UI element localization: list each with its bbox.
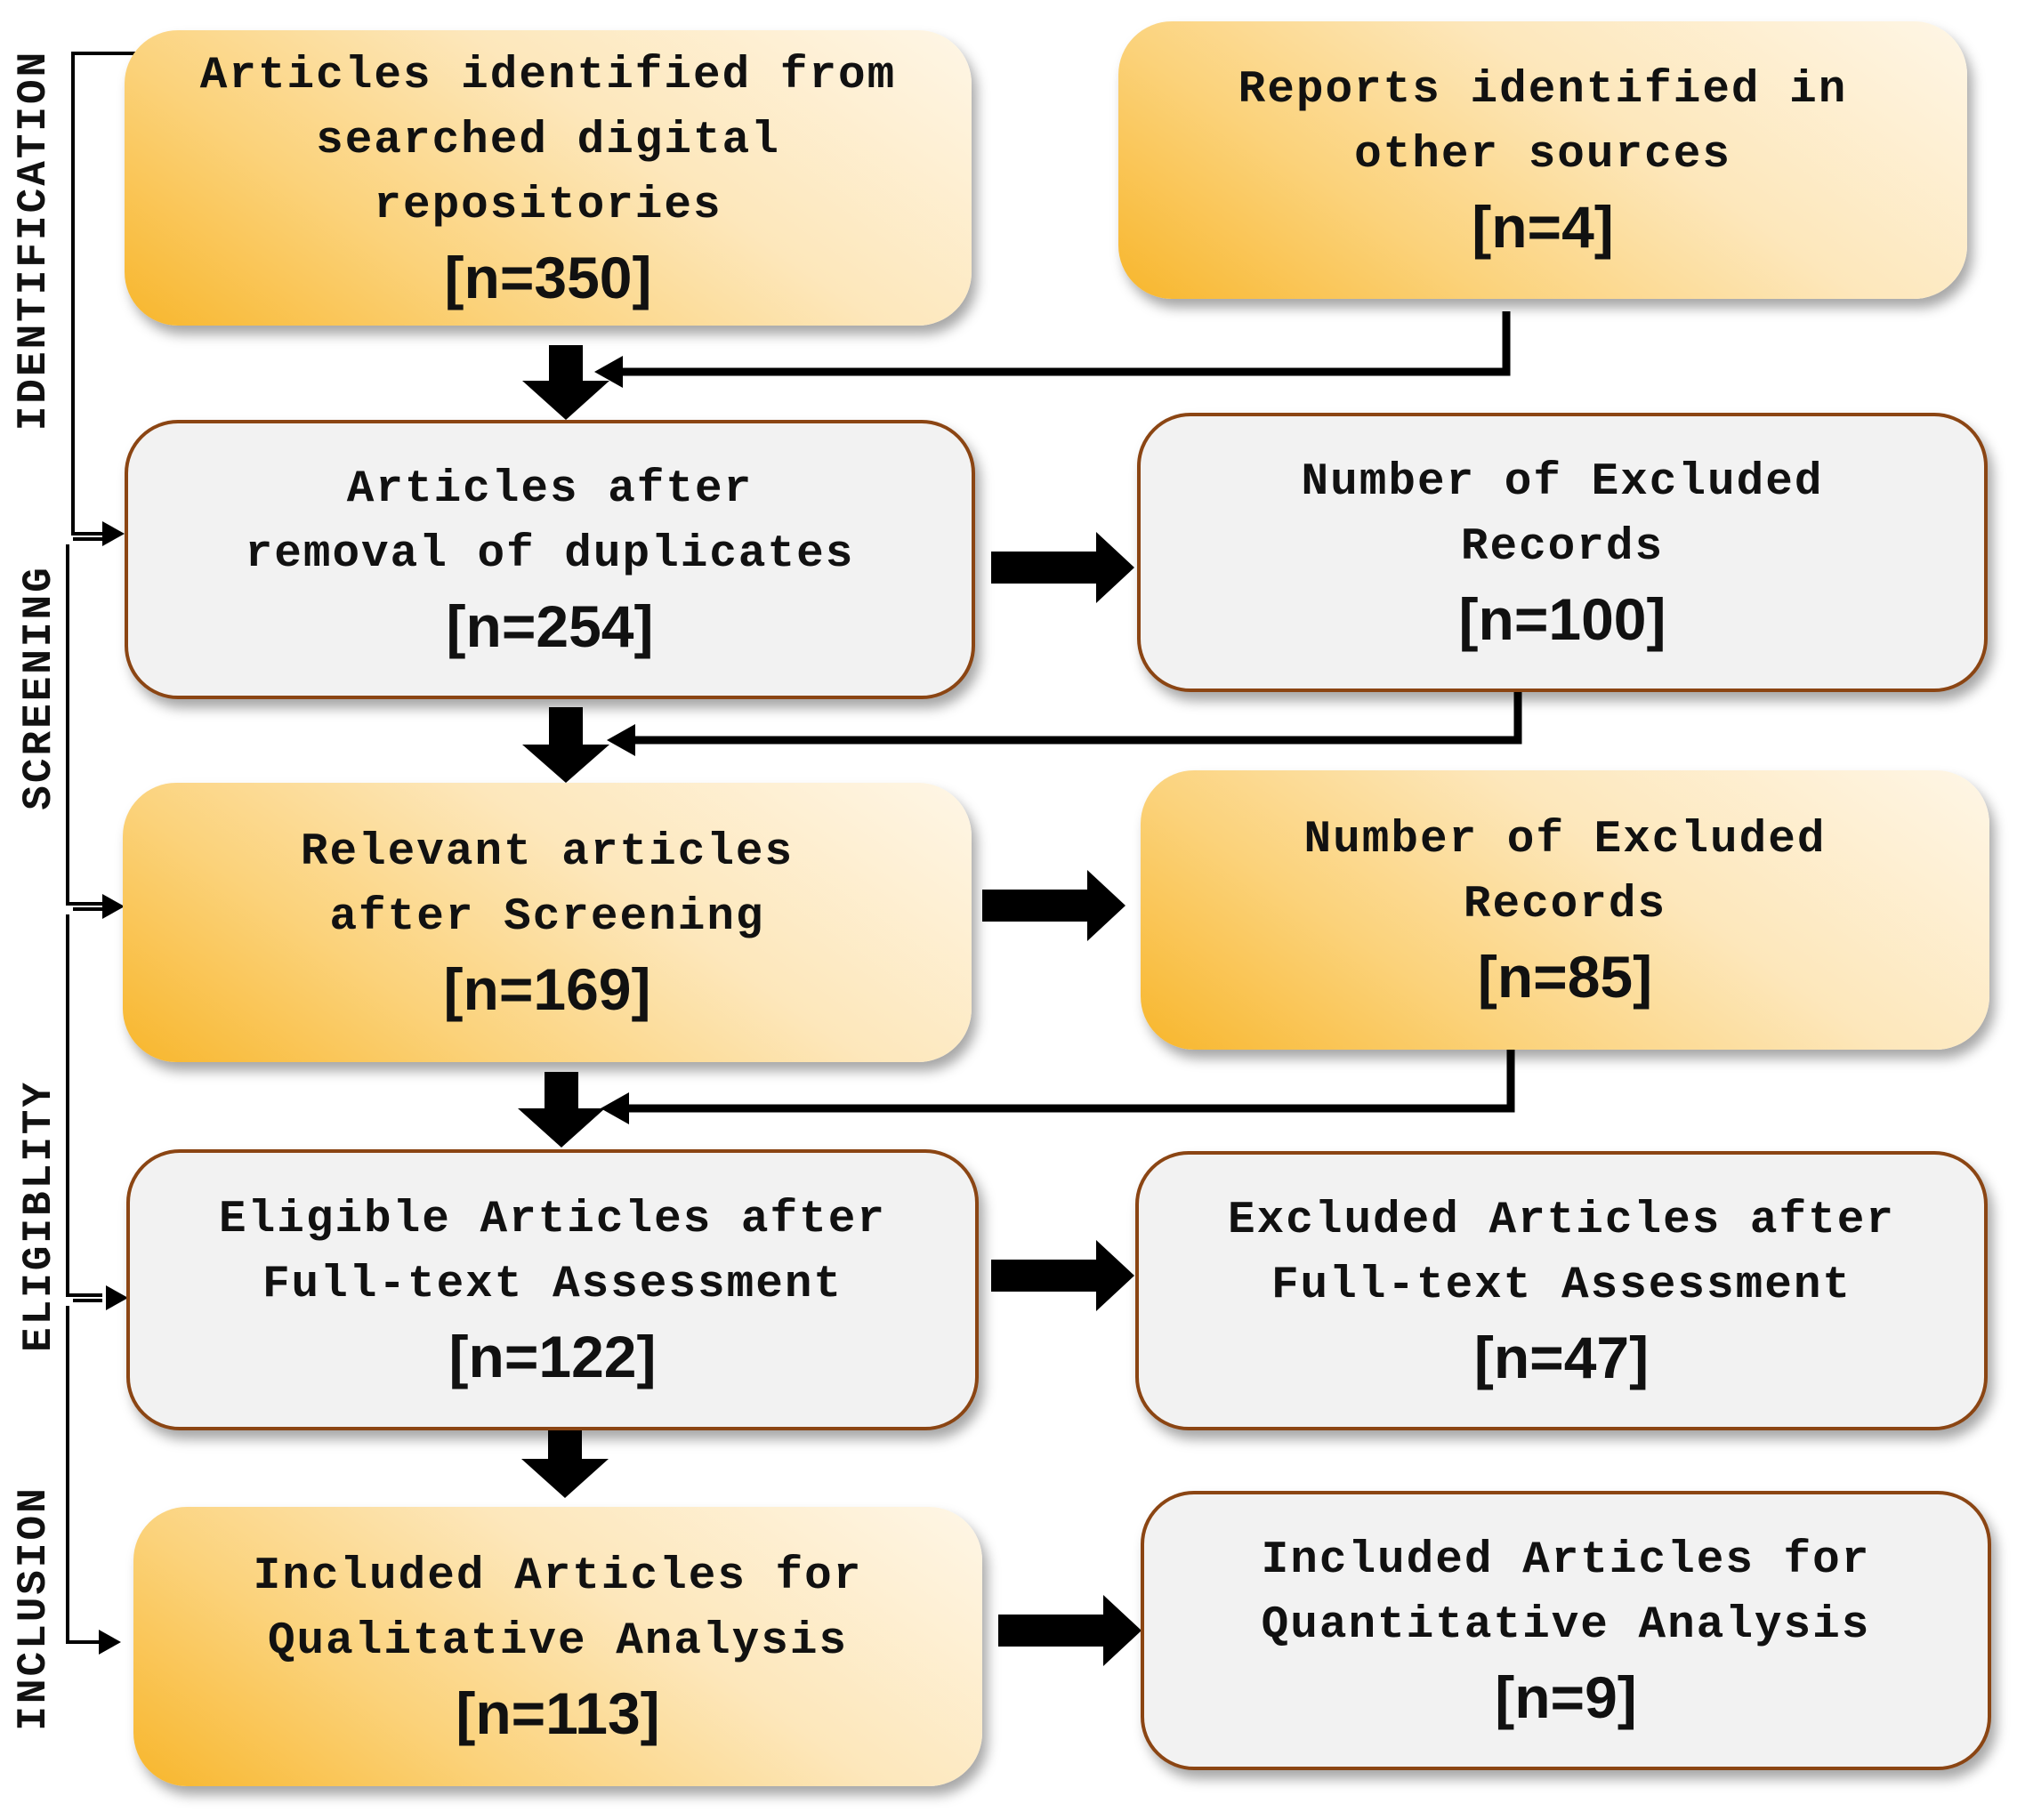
- right-arrow: [991, 532, 1134, 603]
- box-count: [n=350]: [444, 244, 652, 310]
- return-arrow-head: [607, 724, 635, 756]
- box-count: [n=100]: [1458, 586, 1666, 652]
- box-label: Included Articles for Qualitative Analys…: [253, 1551, 863, 1667]
- return-arrow-head: [601, 1092, 629, 1124]
- box-eligible-fulltext: Eligible Articles after Full-text Assess…: [126, 1149, 979, 1430]
- box-included-qualitative: Included Articles for Qualitative Analys…: [133, 1507, 982, 1786]
- box-excluded-records-2: Number of Excluded Records [n=85]: [1141, 770, 1989, 1050]
- box-label: Eligible Articles after Full-text Assess…: [219, 1195, 886, 1310]
- box-label: Number of Excluded Records: [1303, 815, 1827, 930]
- right-arrow: [982, 870, 1125, 941]
- box-label: Reports identified in other sources: [1238, 65, 1848, 181]
- down-arrow: [522, 707, 609, 783]
- stage-arrow-head: [102, 521, 125, 546]
- stage-bracket: [66, 52, 135, 1644]
- box-after-duplicates: Articles after removal of duplicates [n=…: [125, 420, 975, 699]
- box-count: [n=4]: [1472, 194, 1614, 260]
- box-identified-other: Reports identified in other sources [n=4…: [1118, 21, 1967, 299]
- box-identified-repositories: Articles identified from searched digita…: [125, 30, 972, 326]
- box-label: Articles after removal of duplicates: [245, 464, 855, 580]
- box-label: Relevant articles after Screening: [300, 827, 795, 943]
- return-connector: [618, 683, 1522, 745]
- box-count: [n=47]: [1473, 1325, 1650, 1390]
- stage-label-identification: IDENTIFICATION: [11, 49, 57, 431]
- box-excluded-fulltext: Excluded Articles after Full-text Assess…: [1135, 1151, 1988, 1430]
- right-arrow: [991, 1240, 1134, 1311]
- return-arrow-head: [594, 356, 623, 388]
- box-count: [n=254]: [446, 593, 654, 659]
- box-excluded-records-1: Number of Excluded Records [n=100]: [1137, 413, 1988, 692]
- stage-arrow-head: [102, 894, 125, 919]
- down-arrow: [518, 1072, 605, 1148]
- stage-arrow-head: [99, 1630, 121, 1655]
- return-connector: [605, 311, 1511, 376]
- box-count: [n=9]: [1495, 1664, 1637, 1730]
- box-label: Number of Excluded Records: [1301, 457, 1824, 573]
- box-after-screening: Relevant articles after Screening [n=169…: [123, 783, 972, 1062]
- box-count: [n=113]: [456, 1680, 660, 1746]
- return-connector: [612, 1050, 1515, 1113]
- stage-label-inclusion: INCLUSION: [11, 1486, 57, 1731]
- box-count: [n=169]: [443, 956, 651, 1022]
- stage-arrow-head: [106, 1285, 128, 1310]
- down-arrow: [522, 345, 609, 420]
- box-label: Excluded Articles after Full-text Assess…: [1228, 1196, 1895, 1311]
- box-label: Included Articles for Quantitative Analy…: [1261, 1535, 1871, 1651]
- box-count: [n=85]: [1477, 944, 1653, 1010]
- right-arrow: [998, 1595, 1142, 1666]
- box-count: [n=122]: [448, 1324, 657, 1389]
- down-arrow: [521, 1423, 609, 1498]
- box-included-quantitative: Included Articles for Quantitative Analy…: [1141, 1491, 1991, 1770]
- stage-label-eligibility: ELIGIBLITY: [16, 1079, 62, 1353]
- box-label: Articles identified from searched digita…: [199, 50, 897, 231]
- stage-label-screening: SCREENING: [16, 565, 62, 810]
